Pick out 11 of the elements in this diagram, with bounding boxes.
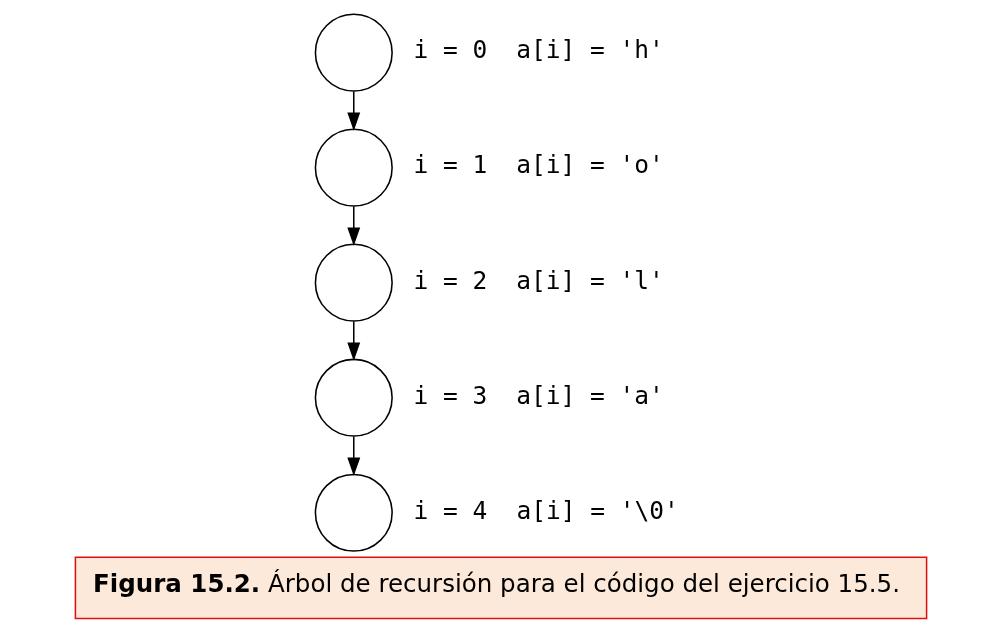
node-label: i = 1 bbox=[412, 150, 487, 180]
node-label: i = 0 bbox=[412, 35, 487, 65]
node-label: a[i] = 'l' bbox=[515, 265, 664, 295]
node-label: i = 3 bbox=[412, 380, 487, 410]
node-label: i = 4 bbox=[412, 495, 487, 525]
node-label: a[i] = '\0' bbox=[515, 495, 679, 525]
node-label: a[i] = 'a' bbox=[515, 380, 664, 410]
node-label: a[i] = 'h' bbox=[515, 35, 664, 65]
node-label: i = 2 bbox=[412, 265, 487, 295]
node-label: a[i] = 'o' bbox=[515, 150, 664, 180]
caption: Figura 15.2. Árbol de recursión para el código del ejercicio 15.5. bbox=[92, 569, 900, 599]
